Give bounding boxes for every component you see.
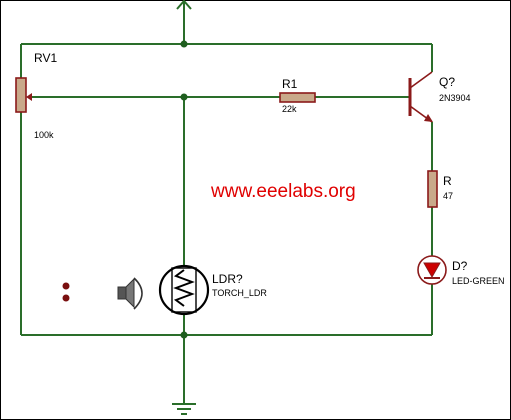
junction-dot: [180, 40, 188, 48]
transistor-icon[interactable]: [408, 71, 433, 123]
r1-resistor[interactable]: [279, 92, 316, 103]
rv1-body: [15, 77, 27, 113]
rv1-potentiometer[interactable]: [15, 77, 32, 113]
ground-icon[interactable]: [172, 403, 196, 415]
led-triangle: [423, 262, 441, 279]
r-body: [427, 170, 438, 208]
r1-name-label: R1: [282, 77, 298, 91]
probe-dots: [62, 282, 70, 302]
ldr-icon[interactable]: [158, 264, 210, 316]
rv1-wiper-arrow: [26, 93, 32, 101]
watermark-text: www.eeelabs.org: [210, 181, 356, 202]
r-value-label: 47: [443, 191, 453, 201]
rv1-value-label: 100k: [34, 130, 54, 140]
transistor-collector-leg: [409, 71, 433, 89]
junction-dot: [180, 331, 188, 339]
r1-value-label: 22k: [282, 104, 297, 114]
ldr-value-label: TORCH_LDR: [212, 288, 267, 298]
d-name-label: D?: [452, 259, 468, 273]
transistor-emitter-arrow: [424, 114, 433, 122]
junctions: [180, 40, 188, 339]
ldr-zigzag: [173, 269, 195, 307]
junction-dot: [180, 93, 188, 101]
r-name-label: R: [443, 174, 452, 188]
wires: [20, 8, 433, 404]
speaker-icon[interactable]: [117, 277, 143, 310]
ldr-name-label: LDR?: [212, 272, 243, 286]
led-icon[interactable]: [417, 255, 447, 285]
q-value-label: 2N3904: [439, 93, 471, 103]
q-name-label: Q?: [439, 75, 455, 89]
r1-body: [279, 92, 316, 103]
power-terminal-icon[interactable]: [176, 0, 192, 10]
r-resistor[interactable]: [427, 170, 438, 208]
d-value-label: LED-GREEN: [452, 276, 505, 286]
ldr-inner-box: [171, 267, 197, 313]
rv1-name-label: RV1: [34, 51, 57, 65]
